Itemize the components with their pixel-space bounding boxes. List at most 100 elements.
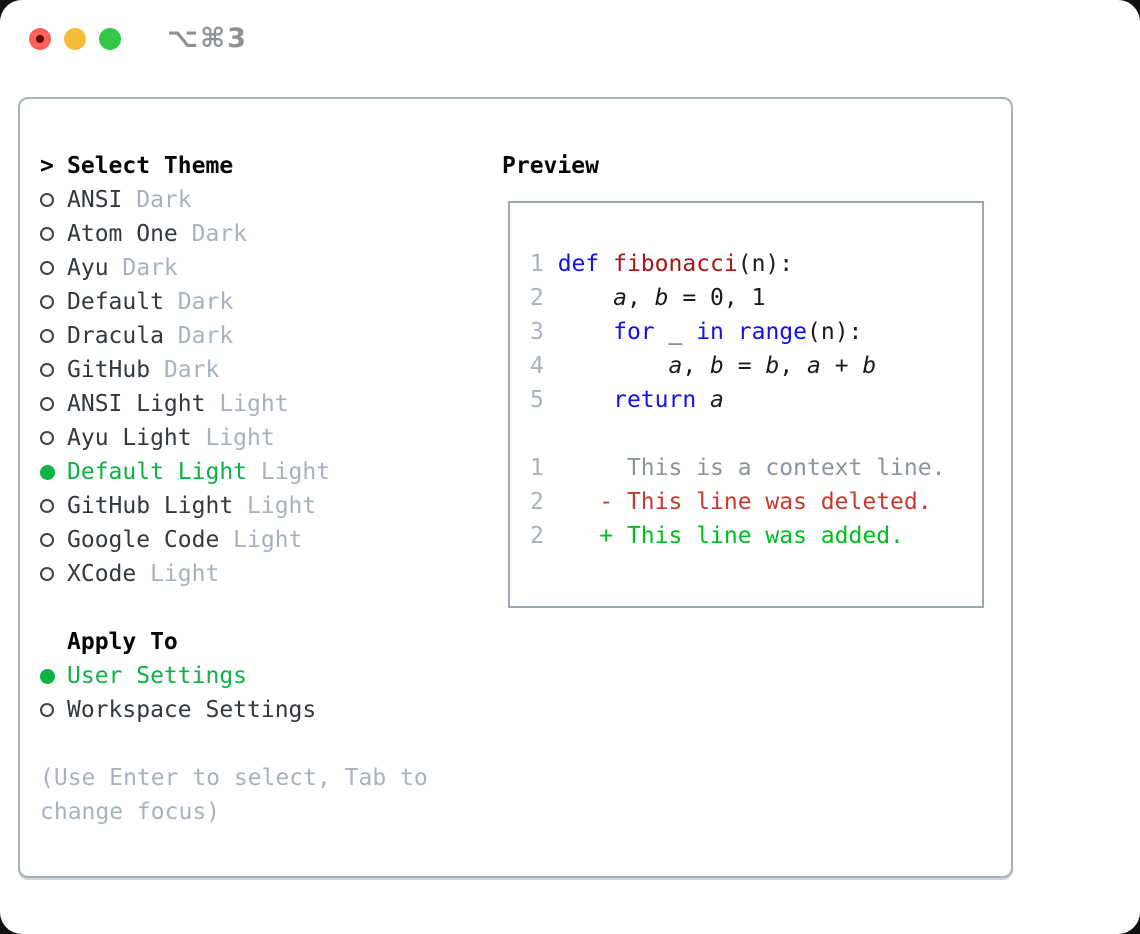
radio-icon <box>40 193 54 207</box>
preview-header: Preview <box>502 149 1011 183</box>
window-title: ⌥⌘3 <box>167 23 248 54</box>
apply-option[interactable]: Workspace Settings <box>40 693 502 727</box>
radio-marker <box>40 567 67 581</box>
theme-name: Default Light <box>67 459 248 485</box>
code-segment-txt: = 0, 1 <box>668 285 766 311</box>
theme-name: Default <box>67 289 164 315</box>
preview-line: 2 a, b = 0, 1 <box>530 285 982 319</box>
radio-icon <box>40 533 54 547</box>
zoom-button[interactable] <box>99 27 121 50</box>
preview-line: 4 a, b = b, a + b <box>530 353 982 387</box>
theme-option[interactable]: Default Dark <box>40 285 502 319</box>
radio-marker <box>40 703 67 717</box>
code-segment-txt: , <box>626 285 655 311</box>
theme-variant: Dark <box>150 357 220 383</box>
code-segment-fn: fibonacci <box>613 251 738 277</box>
theme-variant: Dark <box>108 255 178 281</box>
code-segment-txt <box>696 387 710 413</box>
code-segment-var: b <box>710 353 724 379</box>
code-segment-txt <box>558 319 613 345</box>
radio-marker <box>40 329 67 343</box>
radio-marker <box>40 261 67 275</box>
radio-icon <box>40 227 54 241</box>
radio-marker <box>40 533 67 547</box>
theme-variant: Light <box>191 425 275 451</box>
radio-icon <box>40 329 54 343</box>
preview-line: 1 def fibonacci(n): <box>530 251 982 285</box>
theme-option[interactable]: Default Light Light <box>40 455 502 489</box>
theme-option[interactable]: ANSI Light Light <box>40 387 502 421</box>
theme-name: Google Code <box>67 527 220 553</box>
radio-icon <box>40 499 54 513</box>
code-segment-add: + This line was added. <box>599 523 904 549</box>
radio-icon <box>40 295 54 309</box>
close-button-dot <box>36 34 44 43</box>
code-segment-del: - This line was deleted. <box>599 489 932 515</box>
theme-option[interactable]: ANSI Dark <box>40 183 502 217</box>
theme-option[interactable]: GitHub Light Light <box>40 489 502 523</box>
preview-column: Preview 1 def fibonacci(n):2 a, b = 0, 1… <box>502 149 1011 876</box>
theme-name: GitHub Light <box>67 493 234 519</box>
theme-option[interactable]: GitHub Dark <box>40 353 502 387</box>
code-segment-txt <box>724 319 738 345</box>
code-segment-txt: , <box>682 353 711 379</box>
hint-text: (Use Enter to select, Tab to change focu… <box>40 765 428 825</box>
apply-to-label: Apply To <box>67 629 178 655</box>
code-segment-txt <box>544 455 627 481</box>
code-segment-txt <box>558 285 613 311</box>
code-segment-txt <box>544 489 599 515</box>
theme-option[interactable]: Atom One Dark <box>40 217 502 251</box>
radio-icon <box>40 567 54 581</box>
theme-name: ANSI <box>67 187 123 213</box>
preview-line: 3 for _ in range(n): <box>530 319 982 353</box>
theme-variant: Light <box>233 493 317 519</box>
code-segment-var: b <box>765 353 780 379</box>
code-segment-var: a <box>807 353 821 379</box>
theme-option[interactable]: Google Code Light <box>40 523 502 557</box>
code-segment-var: a <box>613 285 627 311</box>
radio-marker <box>40 397 67 411</box>
code-segment-ln: 1 <box>530 251 558 277</box>
preview-line: 5 return a <box>530 387 982 421</box>
select-theme-label: Select Theme <box>67 153 234 179</box>
radio-marker <box>40 295 67 309</box>
code-segment-ctx: This is a context line. <box>626 455 946 481</box>
radio-icon <box>40 431 54 445</box>
theme-name: ANSI Light <box>67 391 206 417</box>
preview-line: 2 - This line was deleted. <box>530 489 982 523</box>
theme-option[interactable]: Ayu Dark <box>40 251 502 285</box>
radio-selected-icon <box>40 668 55 684</box>
code-segment-ln: 3 <box>530 319 558 345</box>
select-theme-header: > Select Theme <box>40 149 502 183</box>
code-segment-ln: 2 <box>530 489 544 515</box>
theme-variant: Light <box>136 561 220 587</box>
code-segment-txt: _ <box>654 319 697 345</box>
apply-option[interactable]: User Settings <box>40 659 502 693</box>
preview-label: Preview <box>502 153 599 179</box>
preview-blank-line <box>530 421 982 455</box>
code-segment-txt: + <box>820 353 863 379</box>
radio-marker <box>40 431 67 445</box>
code-segment-txt: (n): <box>807 319 863 345</box>
radio-marker <box>40 363 67 377</box>
close-button[interactable] <box>29 27 51 50</box>
theme-option[interactable]: Dracula Dark <box>40 319 502 353</box>
theme-option[interactable]: XCode Light <box>40 557 502 591</box>
apply-to-header: Apply To <box>40 625 502 659</box>
code-segment-ln: 2 <box>530 285 558 311</box>
code-segment-txt <box>544 523 599 549</box>
theme-variant: Dark <box>122 187 192 213</box>
code-segment-kw: in <box>696 319 724 345</box>
code-segment-txt: (n): <box>737 251 794 277</box>
focus-caret-icon: > <box>40 153 54 179</box>
minimize-button[interactable] <box>64 27 86 50</box>
theme-variant: Light <box>219 527 303 553</box>
theme-option[interactable]: Ayu Light Light <box>40 421 502 455</box>
theme-name: Atom One <box>67 221 178 247</box>
code-segment-kw: for <box>613 319 655 345</box>
